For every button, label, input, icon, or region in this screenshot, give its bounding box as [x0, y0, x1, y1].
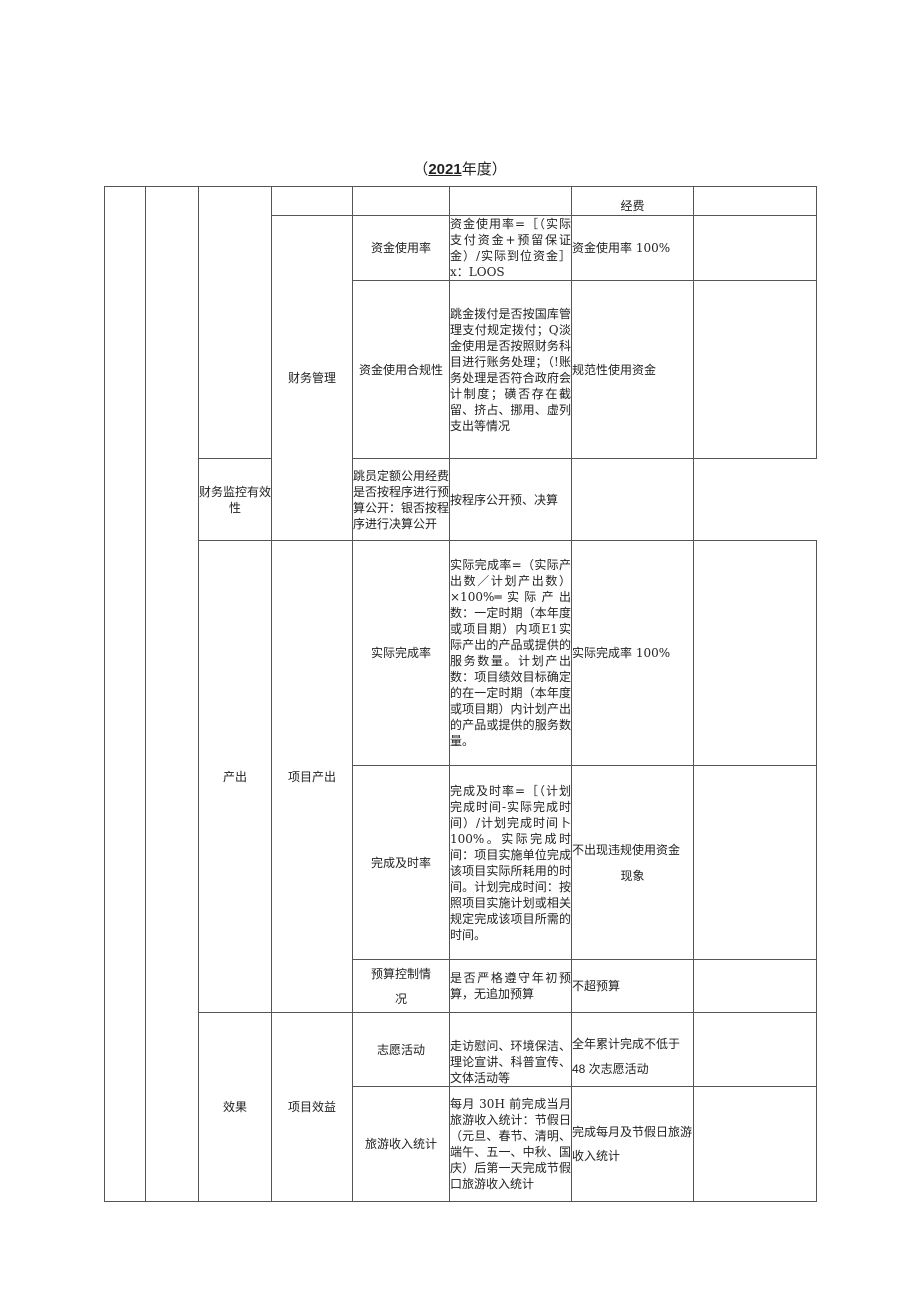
level1-effect: 效果: [198, 1012, 272, 1202]
blank-cell: [693, 1086, 817, 1202]
target-text: 实际完成率 100%: [572, 646, 671, 660]
target-cell: 按程序公开预、决算: [449, 458, 572, 541]
level2-project-benefit: 项目效益: [271, 1012, 353, 1202]
table-row: 财务监控有效性 跳员定额公用经费是否按程序进行预算公开：银否按程序进行决算公开 …: [105, 458, 817, 541]
description-cell: 是否严格遵守年初预算，无追加预算: [449, 959, 572, 1013]
blank-cell: [693, 186, 817, 216]
target-cell: 规范性使用资金: [571, 280, 694, 459]
description-cell: 跳员定额公用经费是否按程序进行预算公开：银否按程序进行决算公开: [352, 458, 450, 541]
blank-cell: [693, 280, 817, 459]
level1-output: 产出: [198, 540, 272, 1013]
blank-col-1: [104, 186, 146, 1202]
title-suffix: 年度）: [461, 161, 507, 178]
blank-cell: [449, 186, 572, 216]
description-cell: 跳金拨付是否按国库管理支付规定拨付；Q淡金使用是否按照财务科目进行账务处理；（!…: [449, 280, 572, 459]
performance-indicator-table: 经费 财务管理 资金使用率 资金使用率=［（实际支付资金+预留保证金）/实际到位…: [104, 186, 817, 1202]
table-row: 产出 项目产出 实际完成率 实际完成率=（实际产出数／计划产出数）×100%═实…: [105, 540, 817, 1013]
target-text: 资金使用率 100%: [572, 241, 671, 255]
indicator-cell: 财务监控有效性: [198, 458, 272, 541]
indicator-cell: 旅游收入统计: [352, 1086, 450, 1202]
target-cell: 全年累计完成不低于 48 次志愿活动: [571, 1012, 694, 1087]
level2-project-output: 项目产出: [271, 540, 353, 1013]
indicator-cell: 资金使用率: [352, 215, 450, 281]
description-cell: 完成及时率=［（计划完成时间-实际完成时间）/计划完成时间卜100%。实际完成时…: [449, 765, 572, 960]
blank-cell: [352, 186, 450, 216]
document-title: （2021年度）: [0, 158, 920, 179]
blank-cell: [571, 458, 694, 541]
blank-cell: [693, 959, 817, 1013]
target-cell: 实际完成率 100%: [571, 540, 694, 766]
target-cell: 资金使用率 100%: [571, 215, 694, 281]
blank-cell: [693, 1012, 817, 1087]
target-cell: 不出现违规使用资金 现象: [571, 765, 694, 960]
indicator-cell: 资金使用合规性: [352, 280, 450, 459]
indicator-cell: 完成及时率: [352, 765, 450, 960]
target-header-cell: 经费: [571, 186, 694, 216]
indicator-cell: 志愿活动: [352, 1012, 450, 1087]
blank-cell: [693, 215, 817, 281]
table-row: 财务管理 资金使用率 资金使用率=［（实际支付资金+预留保证金）/实际到位资金］…: [105, 215, 817, 541]
description-cell: 资金使用率=［（实际支付资金+预留保证金）/实际到位资金］x：LOOS: [449, 215, 572, 281]
title-open-paren: （: [413, 161, 429, 178]
title-year: 2021: [428, 161, 462, 178]
table-row: 效果 项目效益 志愿活动 走访慰问、环境保洁、理论宣讲、科普宣传、文体活动等 全…: [105, 1012, 817, 1202]
level2-finance-management: 财务管理: [271, 215, 353, 541]
target-line-1: 全年累计完成不低于: [572, 1037, 681, 1051]
blank-cell: [271, 186, 353, 216]
indicator-line-2: 况: [394, 991, 407, 1006]
table-row: 资金使用合规性 跳金拨付是否按国库管理支付规定拨付；Q淡金使用是否按照财务科目进…: [105, 280, 817, 459]
description-cell: 走访慰问、环境保洁、理论宣讲、科普宣传、文体活动等: [449, 1012, 572, 1087]
indicator-cell: 预算控制情 况: [352, 959, 450, 1013]
table-row: 旅游收入统计 每月 30H 前完成当月旅游收入统计：节假日（元旦、春节、清明、端…: [105, 1086, 817, 1202]
target-line-1: 不出现违规使用资金: [572, 842, 681, 857]
blank-cell: [693, 540, 817, 766]
target-line-2: 48 次志愿活动: [572, 1062, 649, 1076]
indicator-line-1: 预算控制情: [370, 966, 431, 981]
target-cell: 完成每月及节假日旅游收入统计: [571, 1086, 694, 1202]
target-cell: 不超预算: [571, 959, 694, 1013]
indicator-cell: 实际完成率: [352, 540, 450, 766]
blank-col-2: [145, 186, 199, 1202]
blank-cell: [693, 765, 817, 960]
description-cell: 每月 30H 前完成当月旅游收入统计：节假日（元旦、春节、清明、端午、五一、中秋…: [449, 1086, 572, 1202]
blank-level1-cell: [198, 186, 272, 459]
target-line-2: 现象: [620, 868, 645, 883]
table-row: 预算控制情 况 是否严格遵守年初预算，无追加预算 不超预算: [105, 959, 817, 1013]
table-row: 经费: [104, 186, 817, 1202]
table-row: 完成及时率 完成及时率=［（计划完成时间-实际完成时间）/计划完成时间卜100%…: [105, 765, 817, 960]
description-cell: 实际完成率=（实际产出数／计划产出数）×100%═实际产出数：一定时期（本年度或…: [449, 540, 572, 766]
